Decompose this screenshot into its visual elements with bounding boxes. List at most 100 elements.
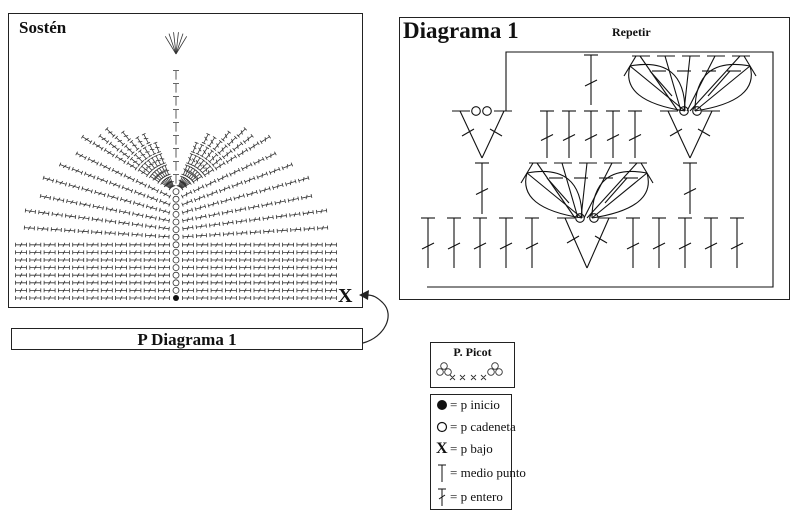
stitch-mark — [140, 164, 152, 175]
stitch-mark — [158, 225, 170, 231]
stitch-mark — [111, 167, 123, 177]
stitch-mark — [182, 257, 194, 263]
stitch-mark — [297, 175, 310, 183]
stitch-mark — [58, 295, 70, 301]
stitch-mark — [325, 273, 337, 278]
stitch-mark — [43, 295, 56, 301]
stitch-mark — [217, 144, 228, 155]
stitch-mark — [143, 242, 156, 247]
stitch-mark — [267, 288, 280, 293]
stitch-mark — [239, 273, 252, 278]
stitch-mark — [187, 168, 198, 180]
stitch-mark — [221, 149, 233, 160]
chain-circle — [172, 248, 180, 256]
stitch-mark — [138, 149, 148, 161]
stitch-mark — [29, 242, 42, 247]
chain-circle — [172, 256, 180, 264]
stitch-mark — [43, 257, 56, 263]
v-shell-left — [452, 110, 512, 159]
stitch-mark — [181, 198, 193, 207]
sosten-title: Sostén — [19, 18, 67, 37]
stitch-mark — [282, 265, 295, 270]
stitch-mark — [129, 250, 142, 255]
filled-circle-icon — [437, 400, 447, 410]
stitch-mark — [29, 288, 42, 293]
stitch-mark — [259, 134, 271, 145]
stitch-mark — [231, 180, 243, 189]
stitch-mark — [226, 135, 238, 147]
center-stitch — [173, 70, 179, 80]
fan-lower — [520, 162, 654, 219]
stitch-mark — [121, 185, 134, 193]
stitch-mark — [143, 288, 156, 293]
stitch-mark — [160, 165, 169, 177]
double-crochet-stitch — [626, 217, 640, 268]
stitch-mark — [143, 257, 156, 263]
stitch-mark — [115, 288, 127, 293]
stitch-mark — [43, 265, 56, 270]
stitch-mark — [115, 154, 127, 164]
stitch-mark — [115, 257, 127, 263]
stitch-mark — [282, 273, 295, 278]
stitch-mark — [105, 218, 117, 225]
stitch-mark — [200, 164, 212, 175]
stitch-mark — [72, 257, 85, 263]
stitch-mark — [79, 201, 91, 208]
chain-circle — [692, 106, 702, 116]
stitch-mark — [182, 250, 194, 255]
chain-circle — [172, 195, 180, 203]
stitch-mark — [109, 180, 121, 189]
stitch-mark — [303, 226, 315, 232]
stitch-mark — [132, 211, 144, 218]
stitch-mark — [78, 215, 90, 221]
stitch-mark — [163, 164, 171, 176]
double-crochet-stitch — [584, 54, 598, 105]
chain-circle — [172, 241, 180, 249]
stitch-mark — [86, 257, 99, 263]
stitch-mark — [253, 280, 266, 285]
stitch-mark — [118, 220, 130, 226]
stitch-mark — [154, 154, 163, 167]
stitch-mark — [253, 156, 265, 166]
stitch-mark — [221, 130, 231, 142]
stitch-mark — [135, 179, 147, 188]
picot-symbol — [436, 362, 503, 381]
stitch-mark — [120, 197, 132, 205]
stitch-mark — [77, 228, 89, 234]
stitch-mark — [181, 207, 194, 215]
x-icon: X — [436, 440, 448, 457]
stitch-mark — [15, 265, 27, 270]
stitch-mark — [86, 265, 99, 270]
stitch-mark — [246, 189, 258, 197]
stitch-mark — [100, 250, 113, 255]
stitch-mark — [72, 265, 85, 270]
stitch-mark — [86, 295, 99, 301]
stitch-mark — [135, 136, 145, 148]
top-fan-stitch — [164, 36, 177, 55]
diagram-1-chart — [421, 51, 774, 288]
double-crochet-stitch — [678, 217, 692, 268]
stitch-mark — [133, 152, 145, 164]
stitch-mark — [236, 230, 248, 236]
stitch-mark — [207, 200, 220, 208]
picot-title: P. Picot — [453, 345, 492, 359]
stitch-mark — [143, 273, 156, 278]
stitch-mark — [183, 165, 192, 177]
stitch-mark — [239, 295, 252, 301]
stitch-mark — [210, 250, 223, 255]
pattern-diagram-link[interactable]: P Diagrama 1 — [11, 328, 363, 350]
stitch-mark — [206, 189, 218, 198]
stitch-mark — [182, 295, 194, 301]
stitch-mark — [86, 280, 99, 285]
stitch-mark — [218, 185, 231, 193]
stitch-mark — [15, 295, 27, 301]
stitch-mark — [181, 164, 189, 176]
stitch-mark — [118, 209, 131, 216]
stitch-mark — [92, 141, 104, 151]
double-crochet-stitch — [421, 217, 435, 268]
double-crochet-stitch — [540, 110, 554, 158]
top-fan-stitch — [175, 36, 188, 55]
stitch-mark — [100, 273, 113, 278]
stitch-mark — [325, 288, 337, 293]
stitch-mark — [199, 146, 210, 158]
